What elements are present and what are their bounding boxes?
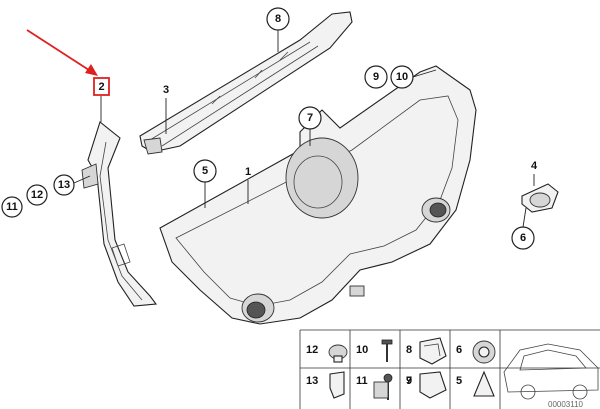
svg-text:2: 2 (98, 81, 104, 93)
svg-text:5: 5 (202, 165, 208, 177)
callout-4[interactable]: 4 (531, 160, 538, 172)
callout-11[interactable]: 11 (1, 196, 23, 218)
callout-12[interactable]: 12 (26, 184, 48, 206)
callout-8[interactable]: 8 (266, 7, 290, 31)
callout-10[interactable]: 10 (390, 65, 414, 89)
callout-1[interactable]: 1 (245, 166, 251, 178)
grid-cell-8[interactable]: 8 (406, 337, 447, 365)
part-4-cap (521, 183, 559, 213)
svg-text:3: 3 (163, 84, 169, 96)
svg-text:7: 7 (406, 375, 412, 387)
callout-3[interactable]: 3 (163, 84, 169, 96)
svg-text:8: 8 (275, 13, 281, 25)
svg-text:12: 12 (31, 189, 43, 201)
callout-5[interactable]: 5 (193, 159, 217, 183)
reference-number: 00003110 (548, 400, 584, 409)
svg-text:1: 1 (245, 166, 251, 178)
svg-text:11: 11 (6, 201, 18, 213)
callout-13[interactable]: 13 (53, 174, 75, 196)
grid-cell-7[interactable]: 7 (406, 371, 447, 399)
grid-cell-10[interactable]: 10 (356, 339, 393, 362)
svg-text:10: 10 (396, 71, 408, 83)
grid-cell-6[interactable]: 6 (456, 340, 496, 364)
grid-cell-5[interactable]: 5 (456, 370, 495, 397)
part-2-pillar-trim (81, 121, 158, 307)
svg-text:6: 6 (520, 232, 526, 244)
fastener-grid (299, 329, 600, 409)
highlight-arrow (26, 29, 98, 76)
part-1-tailgate-trim-panel (159, 65, 477, 325)
callout-7[interactable]: 7 (298, 106, 322, 130)
grid-cell-13[interactable]: 13 (306, 371, 345, 399)
svg-text:6: 6 (456, 344, 462, 356)
grid-cell-9[interactable]: 9 (373, 375, 412, 399)
svg-text:9: 9 (406, 375, 412, 387)
vehicle-locator-icon (503, 343, 599, 400)
svg-text:13: 13 (306, 375, 318, 387)
svg-text:7: 7 (307, 112, 313, 124)
highlighted-callout-2[interactable]: 2 (93, 77, 110, 96)
svg-text:9: 9 (373, 71, 379, 83)
svg-text:13: 13 (58, 179, 70, 191)
svg-text:8: 8 (406, 344, 412, 356)
part-3-upper-trim-strip (139, 11, 353, 155)
svg-text:4: 4 (531, 160, 538, 172)
svg-text:5: 5 (456, 375, 462, 387)
grid-cell-12[interactable]: 12 (306, 344, 348, 363)
svg-text:12: 12 (306, 344, 318, 356)
svg-text:11: 11 (356, 375, 368, 387)
svg-text:10: 10 (356, 344, 368, 356)
callout-9[interactable]: 9 (364, 65, 388, 89)
callout-6[interactable]: 6 (511, 226, 535, 250)
